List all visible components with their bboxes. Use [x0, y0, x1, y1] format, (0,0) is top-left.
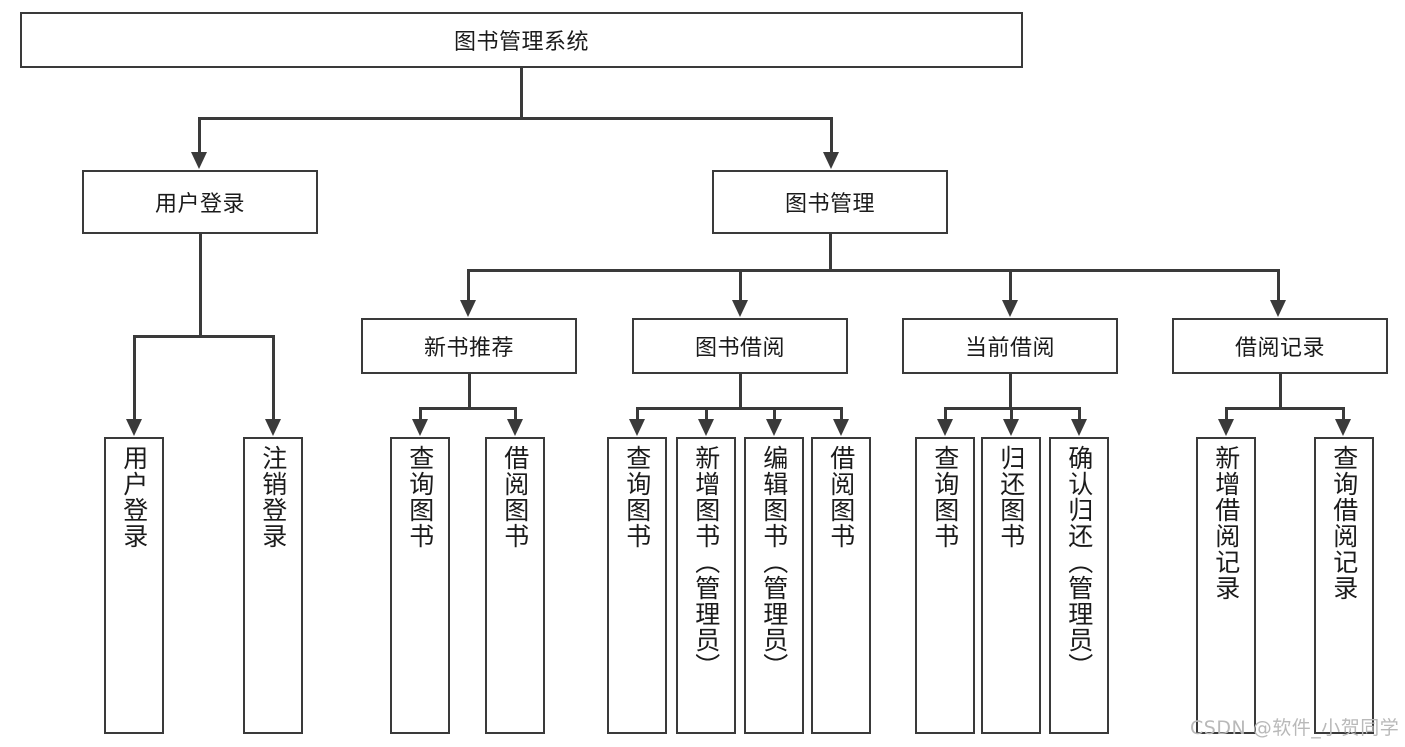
connector-g2-bus	[636, 407, 842, 410]
arrowhead-g4-leaf-2	[1335, 419, 1351, 436]
node-label: 图书借阅	[694, 336, 785, 361]
connector-g4-bus	[1225, 407, 1344, 410]
leaf-edit-book-admin[interactable]: 编辑图书（管理员）	[744, 437, 804, 734]
connector-user-login-bus	[133, 335, 274, 338]
connector-g4-drop-2	[1342, 407, 1345, 420]
connector-g1-bus	[419, 407, 517, 410]
leaf-add-borrow-record[interactable]: 新增借阅记录	[1196, 437, 1256, 734]
arrowhead-g2-leaf-3	[766, 419, 782, 436]
leaf-logout[interactable]: 注销登录	[243, 437, 303, 734]
arrowhead-leaf-logout	[265, 419, 281, 436]
connector-root-stem	[520, 68, 523, 117]
leaf-label: 归还图书	[996, 445, 1026, 549]
node-label: 图书管理系统	[453, 30, 589, 55]
leaf-add-book-admin[interactable]: 新增图书（管理员）	[676, 437, 736, 734]
leaf-label: 用户登录	[119, 445, 149, 549]
connector-g1-drop-2	[514, 407, 517, 420]
leaf-label: 查询图书	[930, 445, 960, 549]
arrowhead-to-current-borrow	[1002, 300, 1018, 317]
connector-g4-drop-1	[1225, 407, 1228, 420]
leaf-query-book-current[interactable]: 查询图书	[915, 437, 975, 734]
node-label: 图书管理	[784, 192, 875, 217]
arrowhead-to-borrow-record	[1270, 300, 1286, 317]
connector-g3-drop-1	[944, 407, 947, 420]
leaf-query-book-borrow[interactable]: 查询图书	[607, 437, 667, 734]
connector-root-drop-right	[830, 117, 833, 153]
node-label: 借阅记录	[1234, 336, 1325, 361]
arrowhead-g1-leaf-1	[412, 419, 428, 436]
connector-user-login-drop-2	[272, 335, 275, 420]
connector-g1-stem	[468, 374, 471, 407]
leaf-label: 借阅图书	[826, 445, 856, 549]
leaf-label: 新增借阅记录	[1211, 445, 1241, 601]
leaf-label: 新增图书（管理员）	[691, 445, 721, 679]
connector-g2-drop-4	[840, 407, 843, 420]
connector-bm-drop-4	[1277, 269, 1280, 301]
arrowhead-leaf-user-login	[126, 419, 142, 436]
node-new-book-recommend[interactable]: 新书推荐	[361, 318, 577, 374]
connector-g4-stem	[1279, 374, 1282, 407]
leaf-label: 确认归还（管理员）	[1064, 445, 1094, 679]
arrowhead-to-user-login	[191, 152, 207, 169]
leaf-query-book-recommend[interactable]: 查询图书	[390, 437, 450, 734]
leaf-confirm-return-admin[interactable]: 确认归还（管理员）	[1049, 437, 1109, 734]
connector-book-manage-stem	[829, 234, 832, 269]
connector-book-manage-bus	[467, 269, 1279, 272]
arrowhead-g2-leaf-1	[629, 419, 645, 436]
leaf-label: 编辑图书（管理员）	[759, 445, 789, 679]
leaf-label: 注销登录	[258, 445, 288, 549]
leaf-label: 查询图书	[405, 445, 435, 549]
connector-user-login-stem	[199, 234, 202, 335]
connector-g3-drop-3	[1078, 407, 1081, 420]
leaf-return-book[interactable]: 归还图书	[981, 437, 1041, 734]
arrowhead-g2-leaf-2	[698, 419, 714, 436]
node-root-system[interactable]: 图书管理系统	[20, 12, 1023, 68]
arrowhead-g4-leaf-1	[1218, 419, 1234, 436]
connector-g2-drop-2	[705, 407, 708, 420]
leaf-borrow-book[interactable]: 借阅图书	[811, 437, 871, 734]
node-book-borrow[interactable]: 图书借阅	[632, 318, 848, 374]
connector-bm-drop-2	[739, 269, 742, 301]
arrowhead-g3-leaf-2	[1003, 419, 1019, 436]
connector-g2-stem	[739, 374, 742, 407]
arrowhead-to-new-book-recommend	[460, 300, 476, 317]
csdn-watermark: CSDN @软件_小贺同学	[1190, 717, 1400, 739]
arrowhead-g2-leaf-4	[833, 419, 849, 436]
arrowhead-g3-leaf-3	[1071, 419, 1087, 436]
node-book-manage[interactable]: 图书管理	[712, 170, 948, 234]
leaf-query-borrow-record[interactable]: 查询借阅记录	[1314, 437, 1374, 734]
connector-root-drop-left	[198, 117, 201, 153]
arrowhead-g3-leaf-1	[937, 419, 953, 436]
leaf-borrow-book-recommend[interactable]: 借阅图书	[485, 437, 545, 734]
leaf-user-login[interactable]: 用户登录	[104, 437, 164, 734]
connector-user-login-drop-1	[133, 335, 136, 420]
arrowhead-g1-leaf-2	[507, 419, 523, 436]
arrowhead-to-book-manage	[823, 152, 839, 169]
connector-bm-drop-1	[467, 269, 470, 301]
leaf-label: 查询图书	[622, 445, 652, 549]
node-current-borrow[interactable]: 当前借阅	[902, 318, 1118, 374]
node-user-login[interactable]: 用户登录	[82, 170, 318, 234]
connector-g1-drop-1	[419, 407, 422, 420]
leaf-label: 借阅图书	[500, 445, 530, 549]
connector-root-bus	[198, 117, 832, 120]
connector-bm-drop-3	[1009, 269, 1012, 301]
leaf-label: 查询借阅记录	[1329, 445, 1359, 601]
connector-g2-drop-3	[773, 407, 776, 420]
connector-g3-stem	[1009, 374, 1012, 407]
node-label: 用户登录	[154, 192, 245, 217]
node-borrow-record[interactable]: 借阅记录	[1172, 318, 1388, 374]
connector-g3-drop-2	[1010, 407, 1013, 420]
node-label: 新书推荐	[423, 336, 514, 361]
arrowhead-to-book-borrow	[732, 300, 748, 317]
connector-g2-drop-1	[636, 407, 639, 420]
node-label: 当前借阅	[964, 336, 1055, 361]
